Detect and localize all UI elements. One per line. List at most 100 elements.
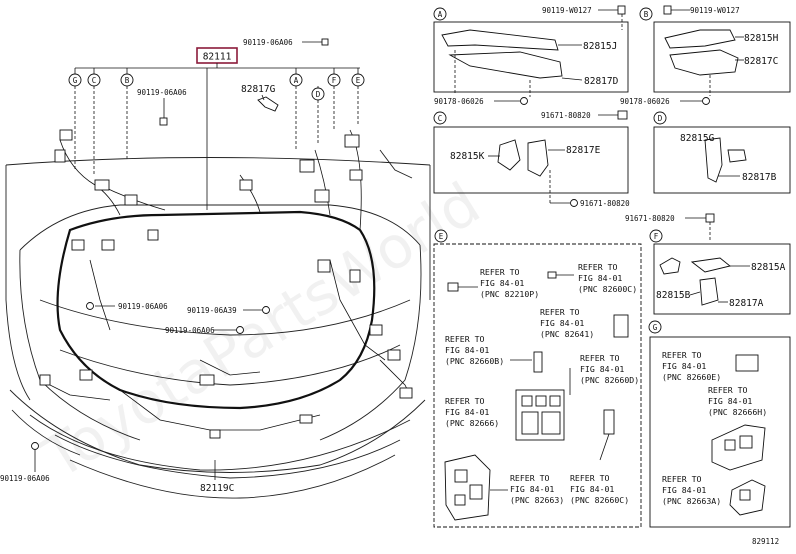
c-82817e-label[interactable]: 82817E [566, 145, 601, 156]
c-82815k-label[interactable]: 82815K [450, 151, 485, 162]
svg-text:F: F [332, 76, 337, 85]
svg-text:A: A [294, 76, 299, 85]
d-82817b-label[interactable]: 82817B [742, 172, 777, 183]
fuse-82660e [735, 354, 759, 372]
f-82815b-label[interactable]: 82815B [656, 290, 691, 301]
svg-text:(PNC 82660D): (PNC 82660D) [580, 375, 639, 385]
e-ref-82660c[interactable]: REFER TO FIG 84-01 (PNC 82660C) [570, 473, 629, 505]
bolt-icon [236, 326, 244, 334]
g-ref-82663a[interactable]: REFER TO FIG 84-01 (PNC 82663A) [662, 474, 721, 506]
bolt-icon [705, 213, 715, 223]
svg-text:REFER TO: REFER TO [662, 474, 702, 484]
callout-d-detail[interactable] [653, 111, 667, 125]
e-ref-82666[interactable]: REFER TO FIG 84-01 (PNC 82666) [445, 396, 499, 428]
callout-b[interactable]: B [120, 73, 134, 87]
e-ref-82600c-top[interactable]: REFER TO FIG 84-01 (PNC 82600C) [578, 262, 637, 294]
svg-text:FIG 84-01: FIG 84-01 [445, 407, 489, 417]
bracket-82817e [527, 139, 549, 177]
connector-82600c [547, 271, 557, 279]
svg-text:FIG 84-01: FIG 84-01 [570, 484, 614, 494]
callout-f-detail[interactable] [649, 229, 663, 243]
bolt-icon [570, 199, 578, 207]
fuse-82660b [533, 351, 543, 373]
callout-d[interactable]: D [311, 87, 325, 101]
b-82815h-label[interactable]: 82815H [744, 33, 779, 44]
e-ref-82660b[interactable]: REFER TO FIG 84-01 (PNC 82660B) [445, 334, 504, 366]
callout-c[interactable]: C [87, 73, 101, 87]
bolt-icon [262, 306, 270, 314]
callout-c-detail[interactable] [433, 111, 447, 125]
svg-text:FIG 84-01: FIG 84-01 [580, 364, 624, 374]
callout-g-detail[interactable] [648, 320, 662, 334]
svg-text:FIG 84-01: FIG 84-01 [510, 484, 554, 494]
relay-block-82666h [711, 424, 766, 471]
callout-b-detail[interactable] [639, 7, 653, 21]
b-bolt-lower-label[interactable]: 90178-06026 [620, 97, 670, 106]
bolt-mid-center-label[interactable]: 90119-06A39 [187, 306, 237, 315]
bolt-icon [31, 442, 39, 450]
vehicle-front-outline [5, 149, 431, 499]
bracket-82815j [441, 29, 559, 51]
bolt-icon [159, 117, 168, 126]
g-ref-82666h[interactable]: REFER TO FIG 84-01 (PNC 82666H) [708, 385, 767, 417]
e-ref-82660d[interactable]: REFER TO FIG 84-01 (PNC 82660D) [580, 353, 639, 385]
d-82815g-label[interactable]: 82815G [680, 133, 715, 144]
e-ref-82210p[interactable]: REFER TO FIG 84-01 (PNC 82210P) [480, 267, 539, 299]
svg-text:FIG 84-01: FIG 84-01 [662, 485, 706, 495]
bolt-top-label[interactable]: 90119-06A06 [243, 38, 293, 47]
connector-82210p [447, 282, 459, 292]
callout-e-detail[interactable] [434, 229, 448, 243]
relay-82641 [613, 314, 629, 338]
b-82817c-label[interactable]: 82817C [744, 56, 778, 67]
bolt-icon [520, 97, 528, 105]
svg-text:FIG 84-01: FIG 84-01 [540, 318, 584, 328]
main-part-number[interactable]: 82111 [203, 52, 232, 63]
svg-text:G: G [73, 76, 78, 85]
a-bolt-lower-label[interactable]: 90178-06026 [434, 97, 484, 106]
svg-text:G: G [653, 323, 658, 332]
bolt-mid-left-label[interactable]: 90119-06A06 [118, 302, 168, 311]
callout-a-detail[interactable] [433, 7, 447, 21]
detail-panel-c: C 82815K 82817E [433, 111, 629, 203]
c-bolt-lower-label[interactable]: 91671-80820 [580, 199, 630, 208]
bolt-bottom-left-label[interactable]: 90119-06A06 [0, 474, 50, 483]
callout-e[interactable]: E [351, 73, 365, 87]
a-82815j-label[interactable]: 82815J [583, 41, 617, 52]
bolt-icon [86, 302, 94, 310]
f-82815a-label[interactable]: 82815A [751, 262, 786, 273]
d-bolt-label[interactable]: 91671-80820 [625, 214, 675, 223]
callout-g[interactable]: G [68, 73, 82, 87]
bolt-left-upper-label[interactable]: 90119-06A06 [137, 88, 187, 97]
fuse-82660c [603, 409, 615, 435]
relay-block-82666 [515, 389, 565, 441]
svg-text:REFER TO: REFER TO [708, 385, 748, 395]
svg-text:REFER TO: REFER TO [580, 353, 620, 363]
f-82817a-label[interactable]: 82817A [729, 298, 764, 309]
svg-text:(PNC 82663A): (PNC 82663A) [662, 496, 721, 506]
callout-a[interactable]: A [289, 73, 303, 87]
c-bolt-label[interactable]: 91671-80820 [541, 111, 591, 120]
bolt-icon [617, 110, 628, 120]
junction-block-82663a [729, 479, 766, 516]
part-82119c-label[interactable]: 82119C [200, 483, 234, 494]
b-bolt-label[interactable]: 90119-W0127 [690, 6, 740, 15]
svg-text:FIG 84-01: FIG 84-01 [445, 345, 489, 355]
svg-text:(PNC 82666H): (PNC 82666H) [708, 407, 767, 417]
a-82817d-label[interactable]: 82817D [584, 76, 619, 87]
callout-f[interactable]: F [327, 73, 341, 87]
bolt-icon [663, 5, 672, 15]
e-ref-82663[interactable]: REFER TO FIG 84-01 (PNC 82663) [510, 473, 564, 505]
bracket-82817g [257, 96, 279, 112]
bracket-82817b [727, 149, 747, 163]
g-ref-82660e[interactable]: REFER TO FIG 84-01 (PNC 82660E) [662, 350, 721, 382]
bolt-icon [321, 38, 329, 46]
detail-panel-d: D 82815G 82817B [653, 111, 791, 194]
part-82817g-label[interactable]: 82817G [241, 84, 276, 95]
bolt-mid-lower-label[interactable]: 90119-06A06 [165, 326, 215, 335]
svg-text:C: C [92, 76, 97, 85]
e-ref-82641[interactable]: REFER TO FIG 84-01 (PNC 82641) [540, 307, 594, 339]
svg-text:(PNC 82660E): (PNC 82660E) [662, 372, 721, 382]
svg-text:REFER TO: REFER TO [578, 262, 618, 272]
a-bolt-label[interactable]: 90119-W0127 [542, 6, 592, 15]
svg-text:REFER TO: REFER TO [540, 307, 580, 317]
